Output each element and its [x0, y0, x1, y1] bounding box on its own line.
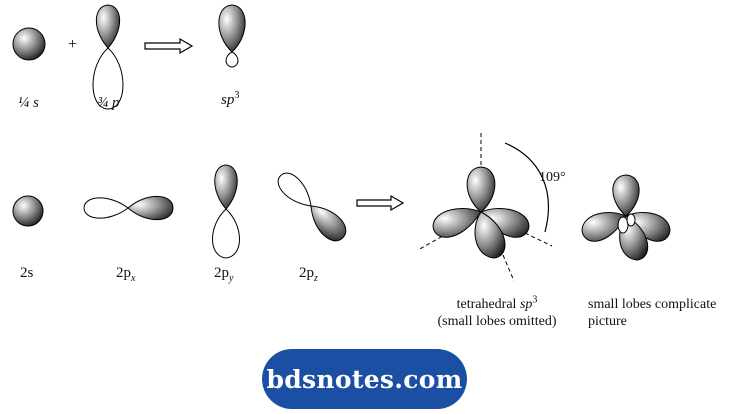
watermark-text: bdsnotes.com: [266, 364, 463, 394]
label-quarter-s: ¼ s: [18, 95, 39, 111]
caption-tetrahedral: tetrahedral sp3 (small lobes omitted): [437, 294, 557, 329]
p-orbital-top: [92, 4, 124, 110]
s-orbital-sphere-2s: [12, 195, 44, 227]
s-orbital-sphere-top: [12, 27, 46, 61]
arrow-bottom: [356, 194, 405, 212]
sp3-hybrid-top: [218, 4, 246, 68]
label-2py: 2py: [214, 265, 234, 284]
watermark-banner: bdsnotes.com: [262, 349, 467, 409]
label-sp3-top: sp3: [221, 90, 240, 109]
label-2px: 2px: [116, 265, 136, 284]
label-2s: 2s: [20, 265, 34, 281]
label-three-quarter-p: ¾ p: [97, 95, 120, 111]
tetrahedral-sp3-hybrid: [417, 133, 553, 282]
py-orbital: [212, 164, 240, 259]
plus-sign: +: [68, 36, 77, 53]
caption-small-lobes: small lobes complicate picture: [588, 297, 717, 329]
pz-orbital: [277, 172, 347, 242]
arrow-top: [144, 37, 194, 55]
px-orbital: [83, 195, 174, 221]
bond-angle-label: 109°: [539, 170, 566, 185]
sp3-hybrid-with-small-lobes: [581, 174, 671, 261]
label-2pz: 2pz: [299, 265, 318, 284]
